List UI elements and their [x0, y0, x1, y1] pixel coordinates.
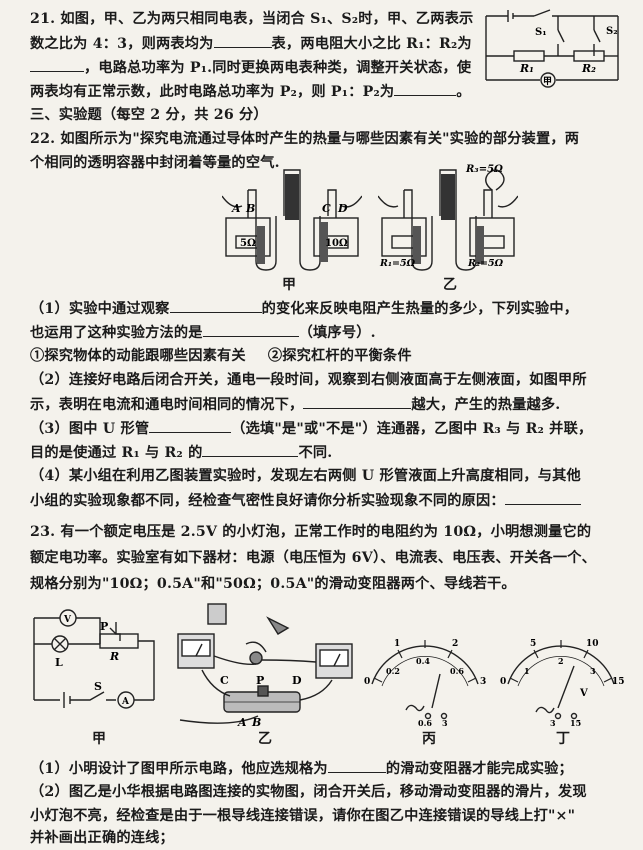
q23-bing-t2: 2: [452, 639, 458, 649]
q22-blank-factor[interactable]: [303, 394, 412, 409]
q22-jia-r-right: 10Ω: [325, 238, 348, 249]
q23-ding-t3: 15: [612, 677, 625, 687]
q23-bing-s2: 0.4: [416, 656, 430, 666]
q22-line1: 22. 如图所示为"探究电流通过导体时产生的热量与哪些因素有关"实验的部分装置，…: [30, 131, 580, 147]
q23-fig-yi: C P D A B: [177, 603, 353, 729]
q23-yi-caption: 乙: [258, 731, 272, 747]
q23-line3: 规格分别为"10Ω；0.5A"和"50Ω；0.5A"的滑动变阻器两个、导线若干。: [30, 576, 516, 592]
q23-bing-caption: 丙: [422, 731, 436, 747]
q23-blank-rheostat[interactable]: [327, 758, 386, 773]
q23-yi-c: C: [220, 674, 229, 687]
q22-line2: 个相同的透明容器中封闭着等量的空气.: [30, 155, 280, 171]
q22-part2-line2: 示，表明在电流和通电时间相同的情况下，越大，产生的热量越多.: [30, 394, 560, 415]
q23-jia-v: V: [63, 615, 72, 625]
q22-fig-yi: R₃=5Ω R₁=5Ω R₂=5Ω: [378, 164, 518, 271]
q21-fig-s2: S₂: [606, 26, 618, 37]
q21-circuit-figure: S₁ S₂ R₁ R₂ 甲: [485, 9, 619, 88]
q23-bing-s1: 0.2: [386, 666, 400, 676]
q23-bing-t3: 3: [480, 677, 486, 687]
q23-jia-s: S: [94, 680, 102, 693]
q23-ding-s2: 2: [558, 656, 564, 666]
q23-bing-s3: 0.6: [450, 666, 464, 676]
section3-heading: 三、实验题（每空 2 分，共 26 分）: [30, 107, 268, 123]
q23-part1: （1）小明设计了图甲所示电路，他应选规格为的滑动变阻器才能完成实验；: [30, 758, 573, 779]
q21-blank-ratio[interactable]: [30, 57, 84, 72]
q23-part2-line1: （2）图乙是小华根据电路图连接的实物图，闭合开关后，移动滑动变阻器的滑片，发现: [30, 784, 587, 800]
q23-ding-t1: 5: [530, 639, 536, 649]
q23-yi-b: B: [251, 716, 261, 729]
q22-jia-d: D: [337, 202, 348, 215]
q23-line2: 额定电功率。实验室有如下器材：电源（电压恒为 6V）、电流表、电压表、开关各一个…: [30, 550, 597, 566]
q23-jia-caption: 甲: [92, 731, 106, 747]
q23-ding-term1: 3: [550, 718, 556, 726]
q23-jia-l: L: [55, 656, 63, 669]
q23-line1: 23. 有一个额定电压是 2.5V 的小灯泡，正常工作时的电阻约为 10Ω，小明…: [30, 524, 592, 540]
q21-blank-meter[interactable]: [213, 33, 272, 48]
q23-jia-r: R: [109, 650, 119, 663]
q23-fig-bing: 0 1 2 3 0.2 0.4 0.6 0.6 3: [364, 639, 486, 726]
q21-line1: 21. 如图，甲、乙为两只相同电表，当闭合 S₁、S₂时，甲、乙两表示: [30, 11, 474, 27]
q23-ding-s1: 1: [524, 666, 530, 676]
q22-part3-line2: 目的是使通过 R₁ 与 R₂ 的不同.: [30, 442, 332, 463]
q22-part4-line1: （4）某小组在利用乙图装置实验时，发现左右两侧 U 形管液面上升高度相同，与其他: [30, 468, 581, 484]
q22-blank-reason[interactable]: [504, 490, 581, 505]
q22-blank-observe[interactable]: [169, 298, 262, 313]
q21-line3: ，电路总功率为 P₁.同时更换两电表种类，调整开关状态，使: [30, 57, 471, 78]
q22-part2-line1: （2）连接好电路后闭合开关，通电一段时间，观察到右侧液面高于左侧液面，如图甲所: [30, 372, 587, 388]
q22-yi-caption: 乙: [443, 277, 457, 293]
q22-option-2: ②探究杠杆的平衡条件: [267, 348, 412, 364]
q22-fig-jia: A B C D 5Ω 10Ω: [222, 169, 362, 271]
q21-fig-meter: 甲: [543, 76, 552, 87]
q23-part2-line2: 小灯泡不亮，经检查是由于一根导线连接错误，请你在图乙中连接错误的导线上打"×": [30, 808, 576, 824]
q23-ding-s3: 3: [590, 666, 596, 676]
q22-jia-c: C: [322, 202, 331, 215]
q22-jia-b: B: [245, 202, 255, 215]
q23-bing-term1: 0.6: [418, 718, 432, 726]
q22-blank-connector[interactable]: [149, 418, 232, 433]
q22-blank-purpose[interactable]: [202, 442, 299, 457]
q23-yi-p: P: [256, 674, 264, 687]
q22-blank-method[interactable]: [202, 322, 299, 337]
q23-jia-a: A: [121, 697, 130, 707]
q21-line2: 数之比为 4：3，则两表均为表，两电阻大小之比 R₁：R₂为: [30, 33, 472, 54]
q21-blank-power[interactable]: [394, 81, 457, 96]
q21-fig-r1: R₁: [519, 62, 534, 75]
q23-ding-unit: V: [579, 688, 588, 699]
q22-jia-a: A: [231, 202, 241, 215]
q22-yi-r3: R₃=5Ω: [465, 164, 503, 175]
q22-option-1: ①探究物体的动能跟哪些因素有关: [30, 348, 246, 364]
q23-bing-term2: 3: [442, 718, 448, 726]
q23-fig-jia: V L P R S A: [33, 609, 155, 709]
q23-yi-d: D: [292, 674, 302, 687]
q22-options: ①探究物体的动能跟哪些因素有关 ②探究杠杆的平衡条件: [30, 346, 412, 366]
q22-part1-line2: 也运用了这种实验方法的是（填序号）.: [30, 322, 376, 343]
q21-fig-r2: R₂: [581, 62, 596, 75]
q23-ding-caption: 丁: [556, 731, 570, 747]
q21-line4: 两表均有正常示数，此时电路总功率为 P₂，则 P₁：P₂为。: [30, 81, 471, 102]
q22-part1-line1: （1）实验中通过观察的变化来反映电阻产生热量的多少，下列实验中，: [30, 298, 578, 319]
q22-part3-line1: （3）图中 U 形管（选填"是"或"不是"）连通器，乙图中 R₃ 与 R₂ 并联…: [30, 418, 592, 439]
q22-yi-r2: R₂=5Ω: [467, 258, 504, 269]
q21-fig-s1: S₁: [535, 27, 547, 38]
q23-fig-ding: 0 5 10 15 1 2 3 V 3 15: [500, 639, 625, 726]
q23-ding-t0: 0: [500, 677, 506, 687]
q23-part2-line3: 并补画出正确的连线；: [30, 830, 174, 846]
q23-jia-p: P: [100, 620, 108, 633]
q22-yi-r1: R₁=5Ω: [379, 258, 416, 269]
q22-part4-line2: 小组的实验现象都不同，经检查气密性良好请你分析实验现象不同的原因：: [30, 490, 581, 511]
q22-jia-r-left: 5Ω: [240, 238, 256, 249]
q23-ding-term2: 15: [570, 718, 581, 726]
q23-ding-t2: 10: [586, 639, 599, 649]
q23-yi-a: A: [237, 716, 247, 729]
q22-jia-caption: 甲: [282, 277, 296, 293]
q23-bing-t1: 1: [394, 639, 400, 649]
q23-bing-t0: 0: [364, 677, 370, 687]
